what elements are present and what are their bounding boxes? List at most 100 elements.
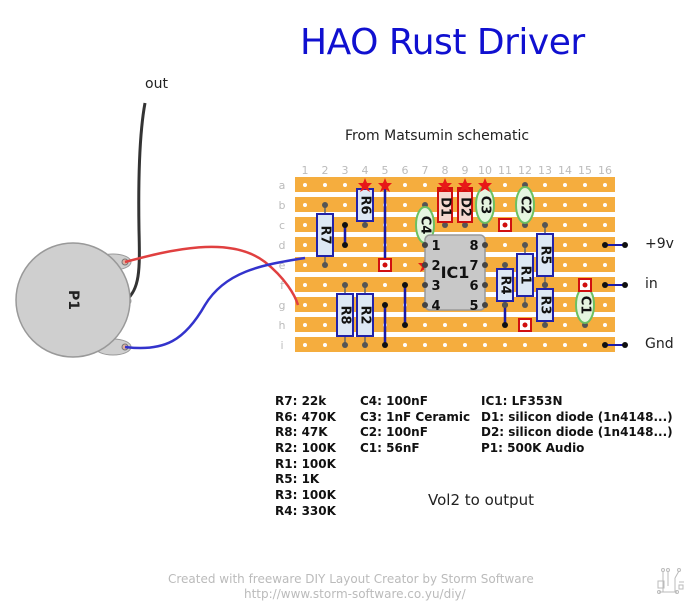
marker-star-icon [458,178,472,192]
row-label: a [279,179,286,192]
hole [563,243,567,247]
hole [323,183,327,187]
solder-point [342,242,348,248]
column-label: 3 [342,164,349,177]
row-label: f [280,279,285,292]
hole [583,343,587,347]
column-label: 14 [558,164,572,177]
hole [503,343,507,347]
connector-terminal[interactable] [622,342,628,348]
column-label: 16 [598,164,612,177]
bom-semis: IC1: LF353N D1: silicon diode (1n4148...… [481,394,673,457]
ic-pin-number: 7 [469,259,478,274]
resistor-label: R5 [538,245,553,264]
resistor-label: R6 [358,195,373,214]
solder-point [382,302,388,308]
column-label: 10 [478,164,492,177]
diode-cathode-band [438,188,452,192]
capacitor-label: C4 [418,216,433,235]
solder-point [602,242,608,248]
bom-item: R1: 100K [275,456,336,471]
resistor-r7[interactable] [316,213,334,257]
solder-point [322,262,328,268]
hole [583,243,587,247]
solder-point [502,262,508,268]
resistor-label: R3 [538,295,553,314]
ic-pin [422,282,428,288]
resistor-r1[interactable] [516,253,534,297]
hole [403,243,407,247]
hole [563,283,567,287]
solder-point [542,282,548,288]
column-label: 8 [442,164,449,177]
ic-pin [422,302,428,308]
copper-strip-b [295,197,615,212]
hole [303,283,307,287]
capacitor-label: C1 [578,296,593,315]
bom-resistors: R7: 22k R6: 470K R8: 47K R2: 100K R1: 10… [275,394,336,520]
hole [563,303,567,307]
hole [403,203,407,207]
solder-point [362,222,368,228]
connector-terminal[interactable] [622,242,628,248]
ic-pin [422,242,428,248]
hole [323,283,327,287]
hole [343,263,347,267]
connector-label-in: in [645,276,658,292]
solder-point [362,282,368,288]
hole [403,343,407,347]
out-label: out [145,76,168,92]
resistor-r2[interactable] [356,293,374,337]
hole [403,263,407,267]
hole [563,203,567,207]
strip-cut-dot [382,262,388,268]
row-label: i [280,339,283,352]
capacitor-c2[interactable] [515,186,535,224]
ic-pin-number: 6 [469,279,478,294]
bom-item: D1: silicon diode (1n4148...) [481,409,673,424]
row-label: g [279,299,286,312]
bom-item: C3: 1nF Ceramic [360,409,471,424]
resistor-label: R7 [318,225,333,244]
copper-strip-a [295,177,615,192]
bom-item: R7: 22k [275,394,327,408]
ic-pin-number: 3 [431,279,440,294]
ic-ic1[interactable] [424,234,486,311]
hole [603,263,607,267]
solder-point [542,322,548,328]
connector-terminal[interactable] [622,282,628,288]
marker-star-icon [358,178,372,192]
hole [503,243,507,247]
ic-pin-number: 4 [431,299,440,314]
hole [323,323,327,327]
hole [463,323,467,327]
copper-strip-c [295,217,615,232]
ic-pin-number: 5 [469,299,478,314]
column-label: 7 [422,164,429,177]
row-label: b [279,199,286,212]
hole [563,263,567,267]
column-label: 9 [462,164,469,177]
diode-label: D1 [438,197,453,217]
hole [423,183,427,187]
resistor-r4[interactable] [496,268,514,302]
hole [603,223,607,227]
bom-item: C2: 100nF [360,425,428,440]
solder-point [522,242,528,248]
resistor-r3[interactable] [536,288,554,322]
footer-url[interactable]: http://www.storm-software.co.yu/diy/ [244,587,466,601]
solder-point [602,282,608,288]
resistor-r8[interactable] [336,293,354,337]
hole [403,223,407,227]
ic-pin [482,282,488,288]
hole [303,203,307,207]
pot-body-p1[interactable] [15,242,131,358]
solder-point [522,302,528,308]
hole [603,183,607,187]
column-label: 1 [302,164,309,177]
solder-point [502,302,508,308]
resistor-r5[interactable] [536,233,554,277]
column-label: 11 [498,164,512,177]
bom-item: R2: 100K [275,441,336,456]
ic-pin-number: 2 [431,259,440,274]
